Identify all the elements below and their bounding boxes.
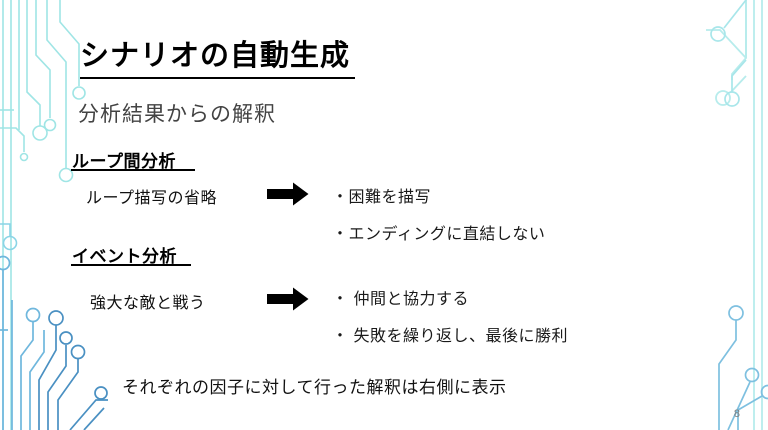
section-heading-loop-analysis: ループ間分析 xyxy=(72,152,176,171)
section-heading-loop-analysis-underline xyxy=(71,169,195,171)
factor-label-event-analysis: 強大な敵と戦う xyxy=(90,295,206,312)
interpretation-item: ・エンディングに直結しない xyxy=(332,226,546,243)
factor-label-loop-analysis: ループ描写の省略 xyxy=(86,190,218,207)
interpretation-item: ・ 失敗を繰り返し、最後に勝利 xyxy=(332,328,568,345)
slide-title: シナリオの自動生成 xyxy=(80,40,351,72)
page-number: 8 xyxy=(733,408,740,420)
interpretation-item: ・困難を描写 xyxy=(332,189,432,206)
slide-title-underline xyxy=(80,77,355,79)
right-arrow-icon xyxy=(267,182,309,206)
section-heading-event-analysis: イベント分析 xyxy=(72,247,177,266)
right-arrow-icon xyxy=(267,287,309,311)
circuit-decoration-right xyxy=(706,0,768,430)
slide-footnote: それぞれの因子に対して行った解釈は右側に表示 xyxy=(122,378,507,397)
section-heading-event-analysis-underline xyxy=(71,264,191,266)
interpretation-item: ・ 仲間と協力する xyxy=(332,291,469,308)
slide-subtitle: 分析結果からの解釈 xyxy=(78,103,276,126)
